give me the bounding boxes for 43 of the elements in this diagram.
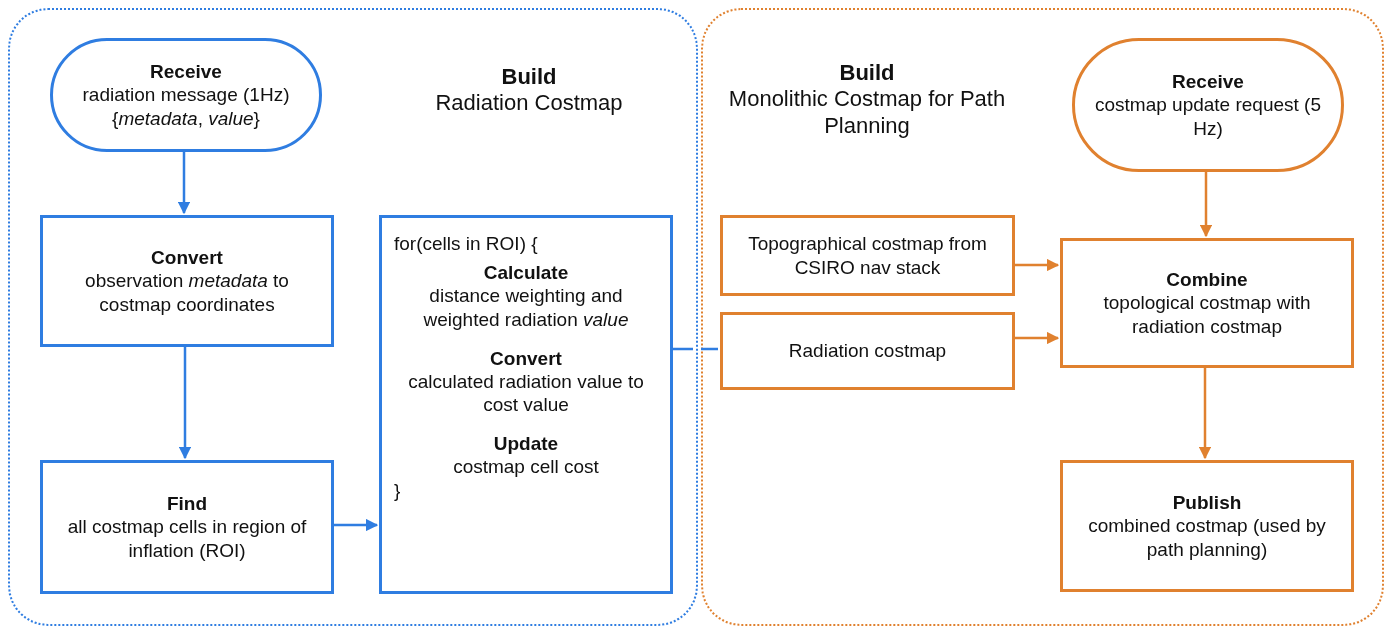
arrow [1013,258,1060,272]
step-title: Publish [1172,491,1242,515]
group-title: Build [500,64,558,91]
step-title: Find [166,492,208,516]
process-box [40,460,334,594]
group-container [8,8,698,626]
step-text: Radiation costmap [788,339,947,363]
connector-line [671,347,718,351]
arrow [1013,331,1060,345]
group-container [701,8,1384,626]
step-title: Convert [490,346,562,370]
arrow [1199,170,1213,238]
step-title: Receive [1172,70,1244,94]
step-title: Calculate [483,261,569,285]
process-box [1060,460,1354,592]
code-text: for(cells in ROI) { [394,232,538,256]
step-text: observation metadata to costmap coordinates [84,269,290,316]
group-subtitle: Radiation Costmap [434,90,624,117]
group-subtitle: Monolithic Costmap for Path Planning [727,86,1007,140]
step-text: costmap update request (5 Hz) [1094,93,1322,140]
process-box [720,215,1015,296]
arrow [332,518,379,532]
group-title: Build [838,60,896,87]
code-text: } [394,478,401,502]
step-text: topological costmap with radiation costmap [1102,291,1312,338]
arrow [178,345,192,460]
arrow [177,150,191,215]
arrow [1198,366,1212,460]
process-box [720,312,1015,390]
step-title: Receive [150,60,222,84]
step-text: combined costmap (used by path planning) [1087,514,1327,561]
process-box [40,215,334,347]
step-title: Update [493,432,559,456]
step-text: Topographical costmap from CSIRO nav stack [747,232,988,279]
step-text: distance weighting and weighted radiation value [422,284,630,331]
step-title: Convert [151,246,223,270]
step-title: Combine [1166,268,1248,292]
step-text: costmap cell cost [453,455,599,479]
step-text: all costmap cells in region of inflation (ROI) [66,515,308,562]
process-box [1060,238,1354,368]
process-box [379,215,673,594]
step-text: radiation message (1Hz) {metadata, value} [81,83,291,130]
step-text: calculated radiation value to cost value [407,369,645,417]
